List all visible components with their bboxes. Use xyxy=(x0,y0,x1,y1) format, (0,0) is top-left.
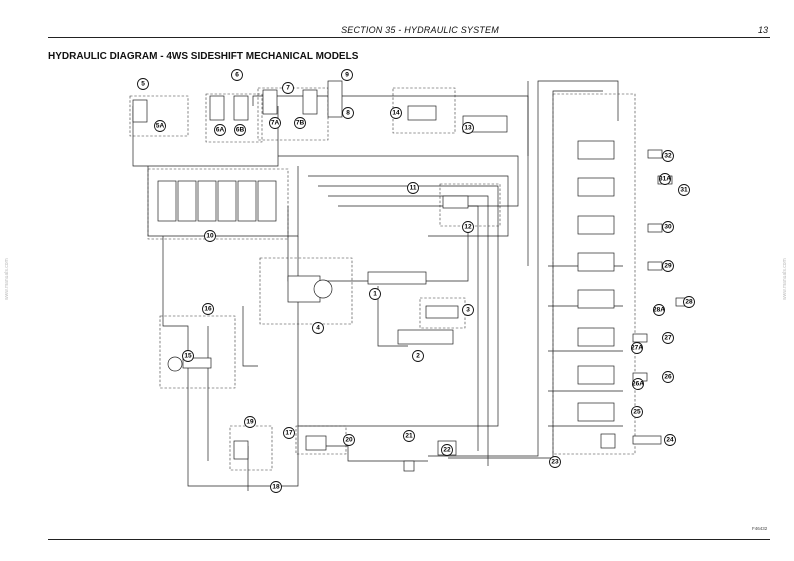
svg-text:32: 32 xyxy=(664,153,672,160)
callout-16: 16 xyxy=(202,303,214,315)
svg-text:13: 13 xyxy=(464,125,472,132)
callout-17: 17 xyxy=(283,427,295,439)
svg-text:8: 8 xyxy=(346,110,350,117)
callout-6b: 6B xyxy=(234,124,246,136)
watermark-right: www.manuals.com xyxy=(782,258,788,300)
svg-text:6A: 6A xyxy=(216,127,225,134)
svg-text:6B: 6B xyxy=(236,127,245,134)
callout-6a: 6A xyxy=(214,124,226,136)
callout-10: 10 xyxy=(204,230,216,242)
svg-text:17: 17 xyxy=(285,430,293,437)
callout-26a: 26A xyxy=(632,378,644,390)
svg-text:1: 1 xyxy=(373,291,377,298)
svg-text:27A: 27A xyxy=(631,345,643,352)
svg-text:10: 10 xyxy=(206,233,214,240)
svg-text:4: 4 xyxy=(316,325,320,332)
page-number: 13 xyxy=(757,25,768,35)
callout-27a: 27A xyxy=(631,342,643,354)
diagram-title: HYDRAULIC DIAGRAM - 4WS SIDESHIFT MECHAN… xyxy=(48,51,359,62)
callout-22: 22 xyxy=(441,444,453,456)
svg-text:28: 28 xyxy=(685,299,693,306)
callout-29: 29 xyxy=(662,260,674,272)
callout-2: 2 xyxy=(412,350,424,362)
svg-text:12: 12 xyxy=(464,224,472,231)
svg-text:3: 3 xyxy=(466,307,470,314)
pipe-lines xyxy=(132,80,623,491)
svg-text:30: 30 xyxy=(664,224,672,231)
svg-text:6: 6 xyxy=(235,72,239,79)
diagram-reference-code: F46432 xyxy=(752,526,768,531)
callout-21: 21 xyxy=(403,430,415,442)
footer-rule xyxy=(48,539,770,540)
callout-15: 15 xyxy=(182,350,194,362)
control-valve-bank xyxy=(157,180,277,222)
callout-19: 19 xyxy=(244,416,256,428)
svg-text:19: 19 xyxy=(246,419,254,426)
misc-components xyxy=(167,80,508,472)
svg-text:27: 27 xyxy=(664,335,672,342)
section-title: SECTION 35 - HYDRAULIC SYSTEM xyxy=(341,25,499,35)
svg-text:20: 20 xyxy=(345,437,353,444)
callout-5: 5 xyxy=(137,78,149,90)
svg-text:25: 25 xyxy=(633,409,641,416)
watermark-left: www.manuals.com xyxy=(4,258,10,300)
callout-30: 30 xyxy=(662,221,674,233)
svg-text:15: 15 xyxy=(184,353,192,360)
svg-text:24: 24 xyxy=(666,437,674,444)
svg-text:18: 18 xyxy=(272,484,280,491)
callout-12: 12 xyxy=(462,221,474,233)
callout-27: 27 xyxy=(662,332,674,344)
svg-text:9: 9 xyxy=(345,72,349,79)
svg-text:31A: 31A xyxy=(659,176,671,183)
svg-text:5: 5 xyxy=(141,81,145,88)
callout-7: 7 xyxy=(282,82,294,94)
svg-text:28A: 28A xyxy=(653,307,665,314)
cylinders xyxy=(132,89,454,345)
callout-5a: 5A xyxy=(154,120,166,132)
callout-7a: 7A xyxy=(269,117,281,129)
svg-text:26: 26 xyxy=(664,374,672,381)
svg-text:23: 23 xyxy=(551,459,559,466)
component-enclosures xyxy=(129,87,636,471)
svg-text:31: 31 xyxy=(680,187,688,194)
svg-text:7A: 7A xyxy=(271,120,280,127)
svg-text:16: 16 xyxy=(204,306,212,313)
callout-28: 28 xyxy=(683,296,695,308)
callout-31: 31 xyxy=(678,184,690,196)
hydraulic-schematic: 5 5A 6 6A 6B 7 7A 7B 8 9 10 11 12 13 14 … xyxy=(129,69,695,493)
right-valve-column xyxy=(577,140,691,449)
svg-text:5A: 5A xyxy=(156,123,165,130)
svg-text:2: 2 xyxy=(416,353,420,360)
svg-text:7: 7 xyxy=(286,85,290,92)
svg-text:7B: 7B xyxy=(296,120,305,127)
callout-4: 4 xyxy=(312,322,324,334)
callout-20: 20 xyxy=(343,434,355,446)
callout-11: 11 xyxy=(407,182,419,194)
callout-31a: 31A xyxy=(659,173,671,185)
callout-18: 18 xyxy=(270,481,282,493)
callout-28a: 28A xyxy=(653,304,665,316)
svg-text:26A: 26A xyxy=(632,381,644,388)
callout-26: 26 xyxy=(662,371,674,383)
callout-7b: 7B xyxy=(294,117,306,129)
callout-25: 25 xyxy=(631,406,643,418)
callout-9: 9 xyxy=(341,69,353,81)
callout-24: 24 xyxy=(664,434,676,446)
svg-text:29: 29 xyxy=(664,263,672,270)
svg-text:21: 21 xyxy=(405,433,413,440)
callout-6: 6 xyxy=(231,69,243,81)
callout-14: 14 xyxy=(390,107,402,119)
svg-text:11: 11 xyxy=(410,185,417,192)
callout-3: 3 xyxy=(462,304,474,316)
svg-text:14: 14 xyxy=(392,110,400,117)
callout-8: 8 xyxy=(342,107,354,119)
svg-text:22: 22 xyxy=(443,447,451,454)
callout-32: 32 xyxy=(662,150,674,162)
callout-13: 13 xyxy=(462,122,474,134)
header-rule-top xyxy=(48,37,770,38)
callout-23: 23 xyxy=(549,456,561,468)
callout-1: 1 xyxy=(369,288,381,300)
